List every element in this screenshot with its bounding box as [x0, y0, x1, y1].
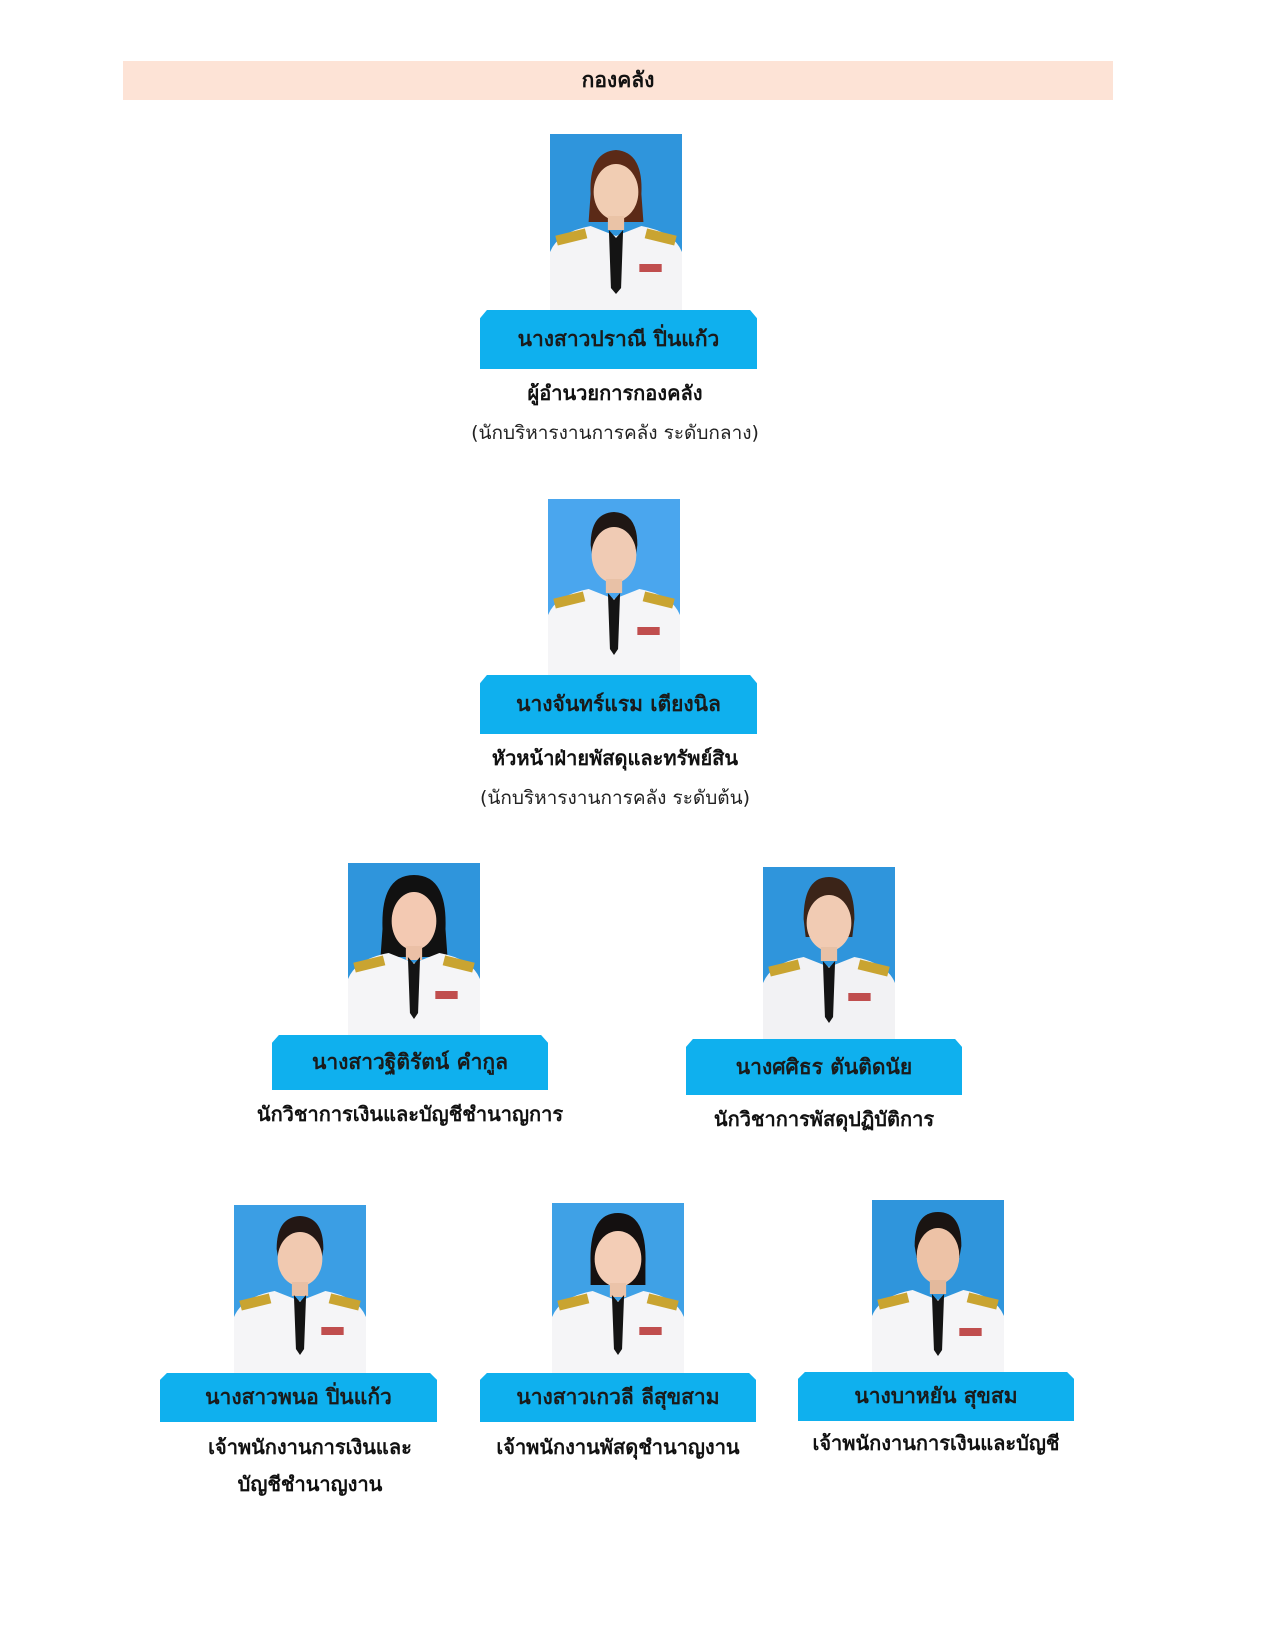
page-header: กองคลัง	[123, 61, 1113, 100]
person-name-4: นางศศิธร ตันติดนัย	[735, 1054, 913, 1079]
person-role-7: เจ้าพนักงานการเงินและบัญชี	[812, 1431, 1060, 1455]
person-role-4: นักวิชาการพัสดุปฏิบัติการ	[713, 1107, 935, 1131]
portrait-photo-7	[872, 1200, 1004, 1372]
portrait-photo-6	[552, 1203, 684, 1373]
name-tab-4: นางศศิธร ตันติดนัย	[686, 1039, 962, 1095]
header-title: กองคลัง	[581, 68, 655, 92]
person-name-7: นางบาหยัน สุขสม	[854, 1384, 1018, 1408]
person-role-5-line2: บัญชีชำนาญงาน	[237, 1472, 383, 1496]
portrait-photo-5	[234, 1205, 366, 1373]
name-tab-6: นางสาวเกวลี ลีสุขสาม	[480, 1373, 756, 1422]
portrait-photo-4	[763, 867, 895, 1039]
person-role-6: เจ้าพนักงานพัสดุชำนาญงาน	[496, 1435, 740, 1459]
person-name-3: นางสาวฐิติรัตน์ คำกูล	[311, 1050, 509, 1074]
person-name-6: นางสาวเกวลี ลีสุขสาม	[516, 1385, 720, 1409]
name-tab-3: นางสาวฐิติรัตน์ คำกูล	[272, 1035, 548, 1090]
person-role-3: นักวิชาการเงินและบัญชีชำนาญการ	[256, 1102, 564, 1126]
person-role-5-line1: เจ้าพนักงานการเงินและ	[208, 1435, 412, 1459]
name-tab-1: นางสาวปราณี ปิ่นแก้ว	[480, 310, 757, 369]
portrait-photo-2	[548, 499, 680, 675]
portrait-photo-3	[348, 863, 480, 1035]
person-role-2: หัวหน้าฝ่ายพัสดุและทรัพย์สิน	[491, 746, 739, 770]
person-rank-2: (นักบริหารงานการคลัง ระดับต้น)	[479, 787, 751, 809]
person-role-1: ผู้อำนวยการกองคลัง	[527, 381, 703, 405]
person-rank-1: (นักบริหารงานการคลัง ระดับกลาง)	[471, 422, 759, 444]
name-tab-7: นางบาหยัน สุขสม	[798, 1372, 1074, 1421]
person-name-2: นางจันทร์แรม เตียงนิล	[516, 692, 721, 716]
person-name-1: นางสาวปราณี ปิ่นแก้ว	[517, 327, 720, 351]
name-tab-2: นางจันทร์แรม เตียงนิล	[480, 675, 757, 734]
portrait-photo-1	[550, 134, 682, 310]
person-name-5: นางสาวพนอ ปิ่นแก้ว	[205, 1385, 392, 1409]
name-tab-5: นางสาวพนอ ปิ่นแก้ว	[160, 1373, 437, 1422]
